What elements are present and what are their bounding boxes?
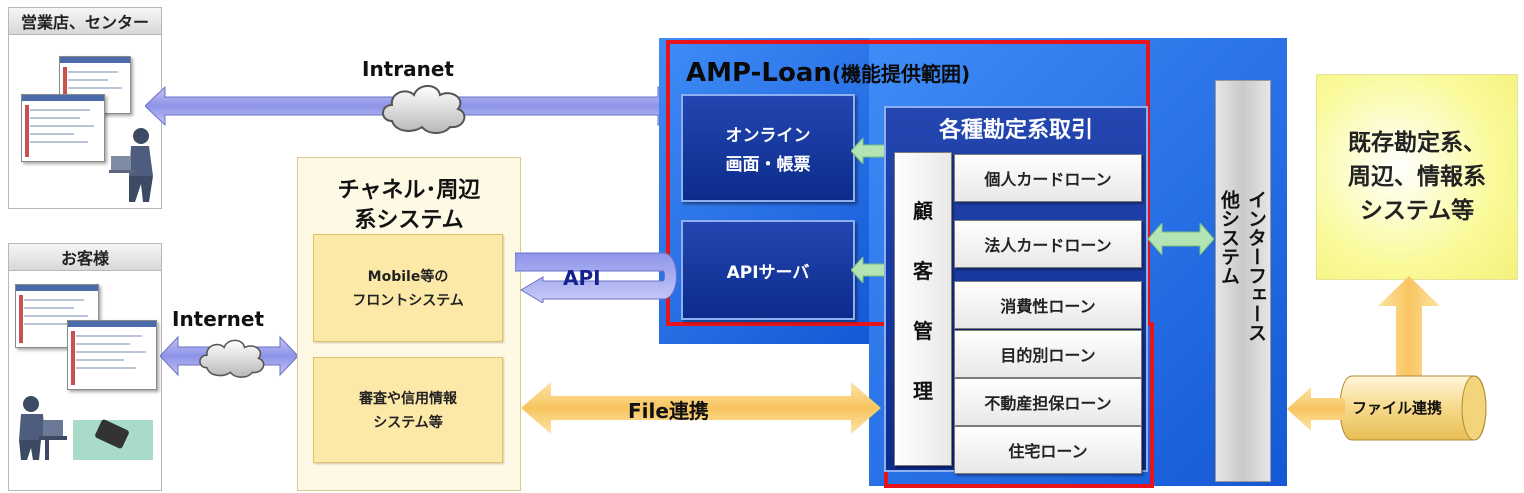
api-label: API bbox=[563, 266, 601, 290]
smartphone-illustration bbox=[73, 418, 153, 460]
branch-panel-title: 営業店、センター bbox=[9, 8, 161, 35]
customer-mgmt-char: 顧 bbox=[913, 199, 933, 223]
customer-mgmt-char: 客 bbox=[913, 259, 933, 283]
online-screen-line1: オンライン bbox=[725, 126, 811, 146]
loan-item: 不動産担保ローン bbox=[954, 378, 1142, 426]
intranet-label: Intranet bbox=[362, 57, 454, 81]
smartphone-icon bbox=[94, 418, 130, 450]
person-with-laptop-icon bbox=[109, 128, 153, 202]
channel-system-title-line1: チャネル･周辺 bbox=[337, 178, 481, 203]
interface-label: 他システム インターフェース bbox=[1216, 80, 1270, 480]
api-server-box: APIサーバ bbox=[681, 220, 855, 320]
interface-label-line2: インターフェース bbox=[1245, 190, 1267, 342]
existing-system-up-arrow bbox=[1378, 276, 1440, 378]
file-link-cylinder bbox=[1340, 375, 1487, 441]
api-arrow bbox=[515, 252, 677, 303]
interface-column bbox=[1215, 80, 1271, 482]
screenshot-thumbnail bbox=[67, 320, 157, 390]
person-at-desk-icon bbox=[19, 396, 67, 460]
loan-item: 法人カードローン bbox=[954, 220, 1142, 268]
file-link-label: File連携 bbox=[628, 399, 709, 423]
function-scope-outline-lower bbox=[666, 322, 888, 326]
cloud-icon bbox=[382, 85, 466, 134]
customer-panel: お客様 bbox=[8, 243, 162, 491]
customer-panel-title: お客様 bbox=[9, 244, 161, 271]
file-link-arrow bbox=[521, 382, 881, 434]
amp-loan-title: AMP-Loan(機能提供範囲) bbox=[686, 58, 970, 88]
loan-item: 住宅ローン bbox=[954, 426, 1142, 474]
loan-item: 個人カードローン bbox=[954, 154, 1142, 202]
api-link-arrow bbox=[851, 257, 887, 283]
credit-system-line1: 審査や信用情報 bbox=[359, 391, 457, 407]
mobile-front-system-box: Mobile等の フロントシステム bbox=[313, 234, 503, 342]
transactions-title: 各種勘定系取引 bbox=[938, 118, 1093, 143]
cloud-icon bbox=[199, 339, 265, 378]
api-server-label: APIサーバ bbox=[726, 262, 810, 283]
customer-mgmt-char: 管 bbox=[913, 319, 933, 343]
existing-system-box: 既存勘定系、 周辺、情報系 システム等 bbox=[1316, 74, 1518, 280]
existing-system-line3: システム等 bbox=[1359, 198, 1475, 224]
loan-item: 消費性ローン bbox=[954, 281, 1142, 329]
function-scope-outline bbox=[666, 40, 1150, 326]
customer-management-box: 顧 客 管 理 bbox=[894, 152, 952, 466]
mobile-front-line2: フロントシステム bbox=[352, 293, 464, 309]
customer-mgmt-char: 理 bbox=[913, 379, 933, 403]
amp-loan-title-main: AMP-Loan bbox=[686, 58, 832, 88]
screenshot-thumbnail bbox=[21, 94, 105, 162]
channel-system-title-line2: 系システム bbox=[354, 208, 464, 233]
interface-link-arrow bbox=[1148, 223, 1214, 255]
amp-loan-title-sub: (機能提供範囲) bbox=[831, 62, 971, 86]
existing-system-line1: 既存勘定系、 bbox=[1348, 130, 1486, 156]
existing-system-line2: 周辺、情報系 bbox=[1348, 164, 1486, 190]
internet-label: Internet bbox=[172, 307, 265, 331]
credit-system-line2: システム等 bbox=[373, 415, 443, 431]
online-screen-line2: 画面・帳票 bbox=[725, 155, 811, 175]
online-link-arrow bbox=[851, 138, 887, 164]
loan-item: 目的別ローン bbox=[954, 330, 1142, 378]
mobile-front-line1: Mobile等の bbox=[367, 269, 449, 285]
online-screen-box: オンライン 画面・帳票 bbox=[681, 94, 855, 202]
file-link-left-arrow bbox=[1287, 387, 1345, 431]
file-link-jp-label: ファイル連携 bbox=[1352, 399, 1443, 417]
branch-panel: 営業店、センター bbox=[8, 7, 162, 209]
interface-label-line1: 他システム bbox=[1218, 190, 1240, 285]
credit-system-box: 審査や信用情報 システム等 bbox=[313, 357, 503, 463]
